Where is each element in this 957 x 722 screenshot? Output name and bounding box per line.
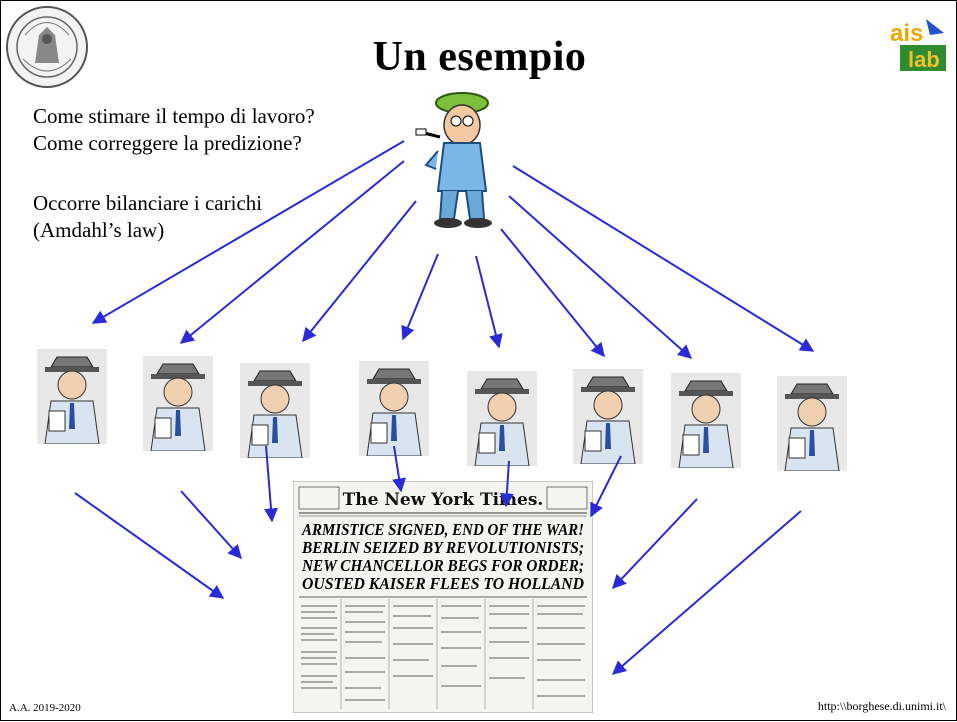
newspaper-headline-4: OUSTED KAISER FLEES TO HOLLAND (302, 574, 584, 593)
question-lines: Come stimare il tempo di lavoro? Come co… (33, 103, 315, 157)
newspaper-headline-1: ARMISTICE SIGNED, END OF THE WAR! (301, 520, 584, 539)
question-line-2: Come correggere la predizione? (33, 131, 302, 155)
footer-academic-year: A.A. 2019-2020 (9, 702, 81, 714)
arrow (302, 200, 417, 343)
balance-line-2: (Amdahl’s law) (33, 218, 165, 242)
reporter-icon (467, 371, 537, 466)
slide-title: Un esempio (372, 34, 587, 80)
reporter-icon (240, 363, 310, 458)
university-seal-icon (6, 6, 88, 88)
arrow (180, 490, 242, 560)
arrow (74, 492, 225, 599)
reporter-icon (671, 373, 741, 468)
arrow (612, 498, 698, 590)
arrow (500, 228, 605, 358)
arrow (401, 253, 439, 341)
reporter-icon (143, 356, 213, 451)
reporter-icon (573, 369, 643, 464)
newspaper-front-page: The New York Times. ARMISTICE SIGNED, EN… (293, 481, 593, 713)
boss-icon (415, 92, 492, 228)
ais-lab-logo-icon: ais lab (890, 19, 946, 72)
newspaper-columns (299, 596, 587, 709)
footer-url: http:\\borghese.di.unimi.it\ (817, 699, 946, 713)
arrow (475, 255, 503, 349)
balance-line-1: Occorre bilanciare i carichi (33, 191, 263, 215)
reporter-icon (37, 349, 107, 444)
newspaper-headline-2: BERLIN SEIZED BY REVOLUTIONISTS; (301, 538, 584, 557)
newspaper-headline-3: NEW CHANCELLOR BEGS FOR ORDER; (301, 556, 584, 575)
question-line-1: Come stimare il tempo di lavoro? (33, 104, 315, 128)
svg-text:ais: ais (890, 20, 923, 47)
arrow (179, 160, 405, 344)
reporter-icon (359, 361, 429, 456)
arrow (512, 165, 815, 352)
reporter-icon (777, 376, 847, 471)
balance-lines: Occorre bilanciare i carichi (Amdahl’s l… (33, 190, 262, 244)
arrow (508, 195, 693, 359)
arrow (590, 455, 622, 518)
newspaper-body-text (301, 605, 585, 701)
arrow (611, 510, 802, 675)
svg-text:lab: lab (908, 47, 940, 72)
newspaper-masthead: The New York Times. (343, 490, 544, 510)
